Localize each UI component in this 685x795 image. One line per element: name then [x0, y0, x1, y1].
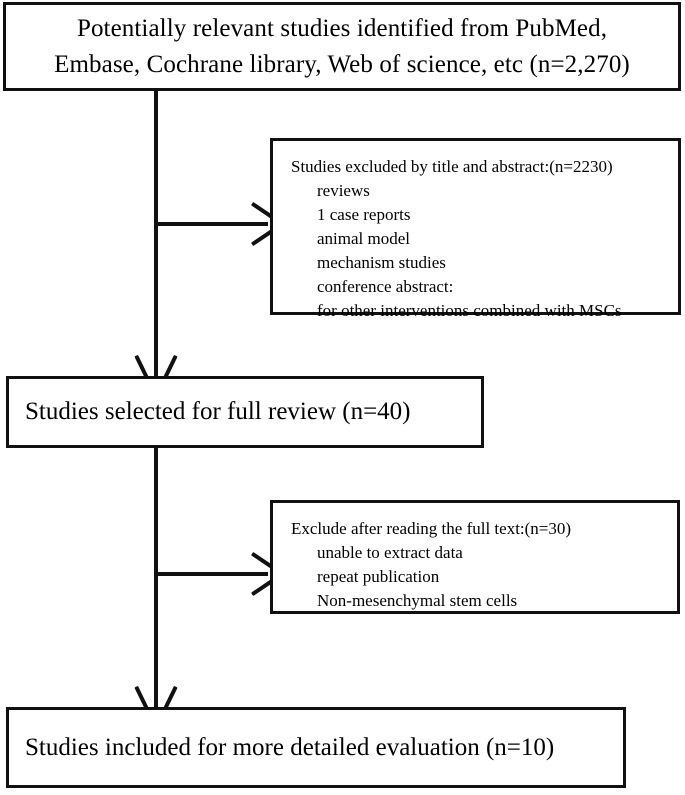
excluded-reason-unable-extract-data: unable to extract data	[317, 543, 463, 562]
full-review-box-text: Studies selected for full review (n=40)	[25, 398, 411, 426]
excluded-reason-reviews: reviews	[317, 181, 370, 200]
identification-line-2: Embase, Cochrane library, Web of science…	[54, 50, 630, 78]
excluded-reason-conference-abstract: conference abstract:	[317, 277, 454, 296]
excluded-reason-animal-model: animal model	[317, 229, 411, 248]
excluded-reason-mechanism-studies: mechanism studies	[317, 253, 446, 272]
identification-line-1: Potentially relevant studies identified …	[76, 15, 608, 42]
excluded-full-text-heading: Exclude after reading the full text:(n=3…	[291, 519, 572, 538]
identification-box: Potentially relevant studies identified …	[3, 2, 681, 91]
identification-box-text: Potentially relevant studies identified …	[40, 11, 644, 82]
excluded-reason-repeat-publication: repeat publication	[317, 567, 440, 586]
connector-identification-to-full-review	[154, 90, 158, 378]
connector-branch-to-excluded-title-abstract	[156, 222, 268, 226]
excluded-full-text-box: Exclude after reading the full text:(n=3…	[270, 500, 680, 614]
included-box-text: Studies included for more detailed evalu…	[25, 733, 555, 761]
excluded-reason-case-reports: 1 case reports	[317, 205, 411, 224]
full-review-box: Studies selected for full review (n=40)	[6, 376, 484, 448]
connector-branch-to-excluded-full-text	[156, 572, 268, 576]
included-box: Studies included for more detailed evalu…	[6, 707, 626, 788]
excluded-title-abstract-box: Studies excluded by title and abstract:(…	[270, 138, 681, 320]
connector-full-review-to-included	[154, 447, 158, 709]
excluded-reason-combined-interventions: for other interventions combined with MS…	[317, 301, 622, 320]
excluded-reason-non-mesenchymal: Non-mesenchymal stem cells	[317, 591, 518, 610]
excluded-title-abstract-heading: Studies excluded by title and abstract:(…	[291, 157, 613, 176]
